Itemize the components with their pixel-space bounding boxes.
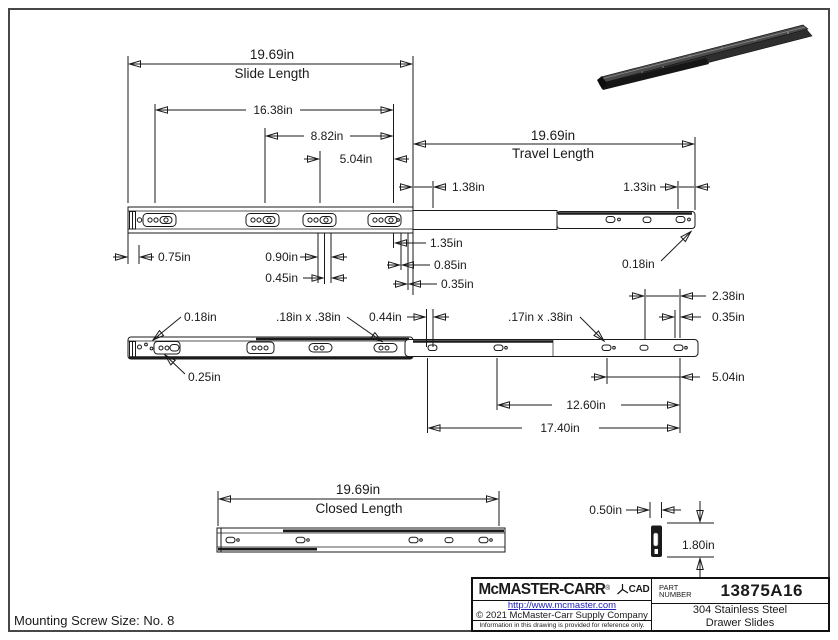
disclaimer-text: Information in this drawing is provided … <box>473 620 651 630</box>
page-border <box>8 8 830 632</box>
dim-text-0-75: 0.75in <box>158 250 191 264</box>
dim-text-5-04-side: 5.04in <box>712 370 745 384</box>
dim-text-8-82: 8.82in <box>311 129 344 143</box>
callout-text-slot-17x38: .17in x .38in <box>508 310 573 324</box>
dim-12-60: 12.60in <box>496 358 681 412</box>
product-text: Drawer Slides <box>705 617 775 629</box>
dim-text-0-18-top: 0.18in <box>622 257 655 271</box>
dim-5-04-top: 5.04in <box>304 151 409 203</box>
dim-text-16-38: 16.38in <box>253 103 292 117</box>
title-block-right: PART NUMBER 13875A16 304 Stainless Steel… <box>652 579 828 630</box>
dim-0-44: 0.44in <box>369 309 449 347</box>
dim-text-travel-label: Travel Length <box>512 146 594 161</box>
isometric-holes <box>641 32 789 73</box>
dim-1-80: 1.80in <box>667 501 715 579</box>
brand-text: McMASTER-CARR <box>478 580 605 598</box>
callout-slot-18x38: .18in x .38in <box>276 310 384 343</box>
material-text: 304 Stainless Steel <box>692 604 788 616</box>
part-label-line1: PART <box>659 582 679 592</box>
dim-text-0-25: 0.25in <box>188 370 221 384</box>
dim-0-35-side: 0.35in <box>659 310 745 338</box>
dim-text-17-40: 17.40in <box>540 421 579 435</box>
dim-text-0-35-top: 0.35in <box>441 277 474 291</box>
dim-0-35-top: 0.35in <box>393 233 474 291</box>
cad-label: CAD <box>628 584 650 595</box>
closed-view-slide <box>216 527 506 553</box>
dim-travel-length: 19.69in Travel Length <box>412 128 696 210</box>
dim-text-1-33: 1.33in <box>623 180 656 194</box>
dim-text-0-85: 0.85in <box>434 258 467 272</box>
dim-slide-length: 19.69in Slide Length <box>127 47 414 295</box>
dim-0-90: 0.90in <box>265 233 347 283</box>
callout-text-slot-18x38: .18in x .38in <box>276 310 341 324</box>
dim-17-40: 17.40in <box>427 358 681 435</box>
brand-row: McMASTER-CARR® CAD <box>473 579 651 601</box>
dim-16-38: 16.38in <box>154 103 394 203</box>
rail-holes-top <box>605 216 691 223</box>
dim-text-0-50: 0.50in <box>589 503 622 517</box>
dim-1-33: 1.33in <box>623 180 710 209</box>
isometric-view <box>597 24 813 90</box>
dim-0-18-top: 0.18in <box>622 230 693 271</box>
dim-1-38: 1.38in <box>399 180 485 208</box>
dim-text-1-80: 1.80in <box>682 538 715 552</box>
dim-text-0-45: 0.45in <box>265 271 298 285</box>
dim-text-2-38: 2.38in <box>712 289 745 303</box>
dim-0-45: 0.45in <box>265 233 347 285</box>
part-number-row: PART NUMBER 13875A16 <box>652 579 828 604</box>
dim-1-35: 1.35in <box>393 233 463 250</box>
dim-0-25: 0.25in <box>163 353 221 384</box>
dim-text-slide-length-value: 19.69in <box>250 47 294 62</box>
dim-text-0-90: 0.90in <box>265 250 298 264</box>
cross-section <box>651 525 662 557</box>
dim-text-closed-label: Closed Length <box>315 501 402 516</box>
dim-text-slide-length-label: Slide Length <box>234 66 309 81</box>
dim-closed-length: 19.69in Closed Length <box>217 482 500 526</box>
callout-slot-17x38: .17in x .38in <box>508 310 606 343</box>
dim-text-1-35: 1.35in <box>430 236 463 250</box>
dim-text-0-44: 0.44in <box>369 310 402 324</box>
cad-badge: CAD <box>616 583 650 596</box>
dim-8-82: 8.82in <box>264 128 394 203</box>
copyright-text: © 2021 McMaster-Carr Supply Company <box>476 609 648 621</box>
dim-text-closed-value: 19.69in <box>336 482 380 497</box>
dim-0-75: 0.75in <box>113 233 191 264</box>
dim-5-04-side: 5.04in <box>591 358 745 433</box>
dim-0-85: 0.85in <box>387 233 467 272</box>
dim-2-38: 2.38in <box>629 289 745 339</box>
dim-text-travel-value: 19.69in <box>531 128 575 143</box>
part-label-line2: NUMBER <box>659 590 692 599</box>
dim-0-50: 0.50in <box>589 502 681 518</box>
dim-0-18-side: 0.18in <box>151 310 217 342</box>
web-row: http://www.mcmaster.com © 2021 McMaster-… <box>473 601 651 620</box>
title-block: McMASTER-CARR® CAD http://www.mcmaster.c… <box>471 577 830 632</box>
website-link[interactable]: http://www.mcmaster.com <box>507 600 617 611</box>
brand-logo: McMASTER-CARR® <box>478 580 610 599</box>
dim-text-12-60: 12.60in <box>566 398 605 412</box>
dim-text-0-18-side: 0.18in <box>184 310 217 324</box>
dim-text-5-04-top: 5.04in <box>340 152 373 166</box>
material-row: 304 Stainless Steel Drawer Slides <box>652 604 828 630</box>
mounting-screw-note: Mounting Screw Size: No. 8 <box>14 613 175 628</box>
dim-text-0-35-side: 0.35in <box>712 310 745 324</box>
mounting-plates-top <box>142 213 402 227</box>
rail-holes-closed <box>225 536 493 544</box>
title-block-left: McMASTER-CARR® CAD http://www.mcmaster.c… <box>473 579 652 630</box>
side-view-slide <box>127 336 699 360</box>
part-number-label: PART NUMBER <box>652 582 696 599</box>
top-view-slide <box>127 206 696 234</box>
part-number-value: 13875A16 <box>720 581 803 600</box>
dim-text-1-38: 1.38in <box>452 180 485 194</box>
registered-mark: ® <box>604 584 610 592</box>
cad-axes-icon <box>616 584 628 595</box>
